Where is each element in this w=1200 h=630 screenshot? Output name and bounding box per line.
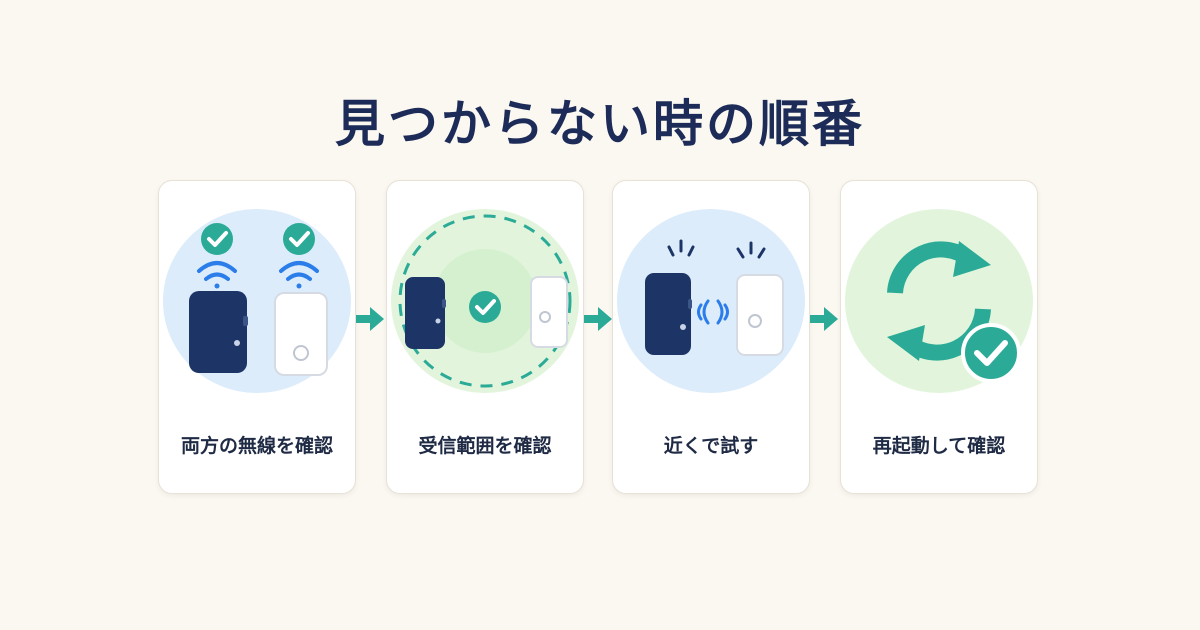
page-title: 見つからない時の順番 [335,95,865,153]
wifi-icon [197,261,237,289]
navy-receiver-device [189,291,248,373]
step-card-1: 両方の無線を確認 [158,180,356,494]
check-icon [283,223,315,255]
arrow-right-icon [584,307,612,331]
step-label: 両方の無線を確認 [180,435,333,457]
white-transmitter-device [530,276,568,348]
step-label: 受信範囲を確認 [418,435,552,457]
arrow-right-icon [356,307,384,331]
step-label: 再起動して確認 [872,435,1006,457]
check-icon [201,223,233,255]
restart-arrowhead [953,241,991,277]
arrow-right-icon [810,307,838,331]
wifi-icon [279,261,319,289]
step-card-3: 近くで試す [612,180,810,494]
white-transmitter-device [274,292,328,376]
check-icon [469,291,501,323]
step-card-2: 受信範囲を確認 [386,180,584,494]
step-label: 近くで試す [663,435,759,457]
navy-receiver-device [405,277,446,349]
white-transmitter-device [736,274,784,356]
check-icon [961,323,1021,383]
signal-waves-icon [697,299,729,325]
navy-receiver-device [645,273,692,355]
step-3-illustration [617,209,805,393]
step-1-illustration [163,209,351,393]
step-2-illustration [391,209,579,393]
signal-burst-icon [667,239,766,259]
restart-arrowhead [887,325,925,361]
step-4-illustration [845,209,1033,393]
range-circle-icon [398,214,572,388]
step-card-4: 再起動して確認 [840,180,1038,494]
